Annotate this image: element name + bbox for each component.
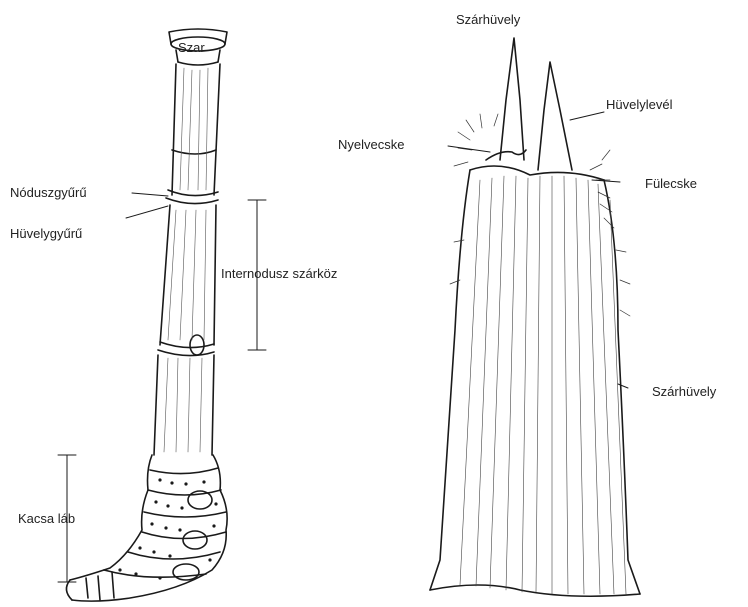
label-nyelvecske: Nyelvecske <box>338 137 404 152</box>
label-huvelygyuru: Hüvelygyűrű <box>10 226 82 241</box>
culm-fibers <box>164 68 208 452</box>
label-noduszgyuru: Nóduszgyűrű <box>10 185 87 200</box>
label-szarhuvely-top: Szárhüvely <box>456 12 520 27</box>
sheath-drawing <box>430 38 640 596</box>
label-fulecske: Fülecske <box>645 176 697 191</box>
label-internodusz: Internodusz szárköz <box>221 266 337 281</box>
label-szar: Szar <box>178 40 205 55</box>
sheath-fibers <box>460 176 626 594</box>
label-kacsalab: Kacsa láb <box>18 511 75 526</box>
label-huvelylevel: Hüvelylevél <box>606 97 672 112</box>
culm-drawing <box>66 29 227 601</box>
label-szarhuvely-side: Szárhüvely <box>652 384 716 399</box>
